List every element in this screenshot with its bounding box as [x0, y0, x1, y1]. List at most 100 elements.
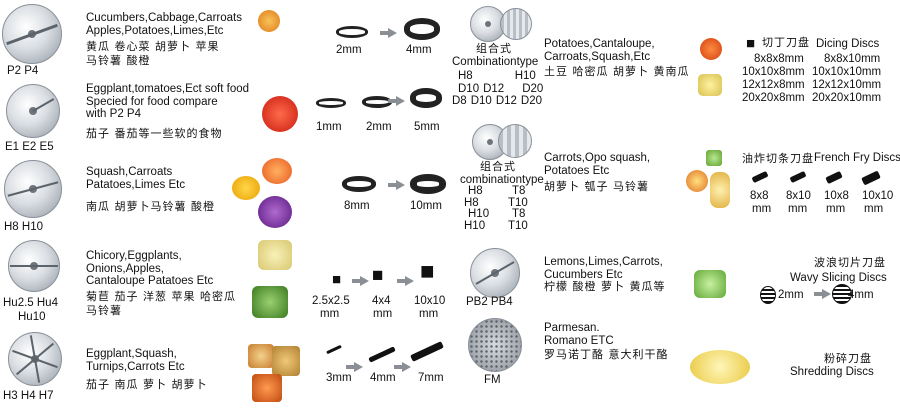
disc-combination-grid — [500, 8, 532, 40]
arrow-icon — [394, 362, 411, 372]
section-title-en: Shredding Discs — [790, 366, 874, 378]
section-title-cn: 粉碎刀盘 — [824, 352, 872, 365]
description-cn: 南瓜 胡萝卜马铃薯 酸橙 — [86, 200, 215, 213]
description-en: Chicory,Eggplants,Onions,Apples,Cantalou… — [86, 250, 214, 287]
arrow-icon — [397, 276, 414, 286]
description-en: Potatoes,Cantaloupe,Carroats,Squash,Etc — [544, 38, 655, 63]
fry-cut-icon — [861, 170, 881, 186]
section-title-cn: 波浪切片刀盘 — [814, 256, 886, 269]
slice-thin-icon — [336, 26, 368, 38]
disc-label: P2 P4 — [7, 65, 39, 77]
wavy-slice-icon — [760, 286, 776, 304]
size-list-left: 8x8x8mm 10x10x8mm 12x12x8mm 20x20x8mm — [742, 53, 805, 104]
arrow-icon — [380, 28, 397, 38]
disc-label: E1 E2 E5 — [5, 141, 54, 153]
size-label: 10x10 — [862, 190, 894, 202]
disc-label: H8 H10 — [4, 221, 43, 233]
slice-thick-icon — [410, 174, 446, 194]
food-photo — [232, 176, 260, 200]
size-label: 10mm — [410, 200, 442, 212]
description-en: Eggplant,Squash,Turnips,Carrots Etc — [86, 348, 185, 373]
size-label: 7mm — [418, 372, 444, 384]
food-photo — [258, 196, 292, 228]
combination-label-en: Combinationtype — [452, 56, 539, 68]
stick-thin-icon — [326, 344, 342, 355]
food-photo — [710, 172, 730, 208]
description-cn: 菊苣 茄子 洋葱 苹果 哈密瓜马铃薯 — [86, 290, 236, 317]
food-photo — [252, 286, 288, 318]
stick-thick-icon — [410, 341, 444, 362]
food-photo — [700, 38, 722, 60]
food-photo — [690, 350, 750, 384]
unit-label: mm — [752, 203, 772, 215]
description-en: Lemons,Limes,Carrots,Cucumbers Etc — [544, 256, 663, 281]
size-label: 4x4 — [372, 295, 391, 307]
size-label: 2mm — [336, 44, 362, 56]
food-photo — [694, 270, 726, 298]
slice-thin-icon — [316, 98, 346, 108]
unit-label: mm — [373, 308, 393, 320]
size-label: 10x8 — [824, 190, 849, 202]
slice-thick-icon — [404, 18, 440, 40]
size-label: 4mm — [848, 289, 874, 301]
disc-label: Hu10 — [18, 311, 46, 323]
unit-label: mm — [788, 203, 808, 215]
food-photo — [272, 346, 300, 376]
unit-label: mm — [826, 203, 846, 215]
size-label: 4mm — [370, 372, 396, 384]
combination-label-en: combinationtype — [460, 174, 544, 186]
size-list-right: 8x8x10mm 10x10x10mm 12x12x10mm 20x20x10m… — [812, 53, 882, 104]
description-en: Parmesan.Romano ETC — [544, 322, 614, 347]
size-label: 2mm — [366, 121, 392, 133]
dice-small-icon: ■ — [332, 271, 342, 288]
size-label: 2.5x2.5 — [312, 295, 350, 307]
food-photo — [252, 374, 282, 402]
disc-h3-h7 — [8, 332, 62, 386]
disc-e-series — [6, 84, 60, 138]
arrow-icon — [388, 180, 405, 190]
size-label: 3mm — [326, 372, 352, 384]
section-title-en: French Fry Discs — [814, 152, 900, 164]
disc-label: PB2 PB4 — [466, 296, 513, 308]
section-title-en: Dicing Discs — [816, 38, 880, 50]
arrow-icon — [352, 276, 369, 286]
wavy-slice-icon — [832, 284, 852, 304]
slice-thick-icon — [410, 88, 442, 108]
arrow-icon — [346, 362, 363, 372]
size-label: 2mm — [778, 289, 804, 301]
fry-cut-icon — [825, 170, 843, 185]
arrow-icon — [388, 96, 405, 106]
dice-icon: ■ — [746, 35, 756, 52]
size-label: 5mm — [414, 121, 440, 133]
unit-label: mm — [419, 308, 439, 320]
stick-medium-icon — [368, 346, 396, 363]
combination-label-cn: 组合式 — [480, 160, 516, 173]
unit-label: mm — [864, 203, 884, 215]
fry-cut-icon — [789, 170, 807, 184]
disc-label: FM — [484, 374, 501, 386]
disc-hu-series — [8, 240, 60, 292]
description-cn: 黄瓜 卷心菜 胡萝卜 苹果马铃薯 酸橙 — [86, 40, 220, 67]
dice-medium-icon: ■ — [372, 265, 384, 286]
food-photo — [258, 240, 292, 270]
description-cn: 柠檬 酸橙 萝卜 黄瓜等 — [544, 280, 666, 293]
disc-combination-grid — [498, 124, 532, 158]
food-photo — [258, 10, 280, 32]
food-photo — [262, 158, 292, 184]
disc-pb2-pb4 — [470, 248, 520, 298]
size-label: 8mm — [344, 200, 370, 212]
description-en: Carrots,Opo squash,Potatoes Etc — [544, 152, 651, 177]
dice-large-icon: ■ — [420, 258, 435, 285]
description-cn: 茄子 番茄等一些软的食物 — [86, 127, 223, 140]
description-cn: 土豆 哈密瓜 胡萝卜 黄南瓜 — [544, 65, 690, 78]
unit-label: mm — [320, 308, 340, 320]
description-cn: 茄子 南瓜 萝卜 胡萝卜 — [86, 378, 208, 391]
size-label: 1mm — [316, 121, 342, 133]
description-cn: 胡萝卜 瓠子 马铃薯 — [544, 180, 649, 193]
food-photo — [698, 74, 722, 96]
